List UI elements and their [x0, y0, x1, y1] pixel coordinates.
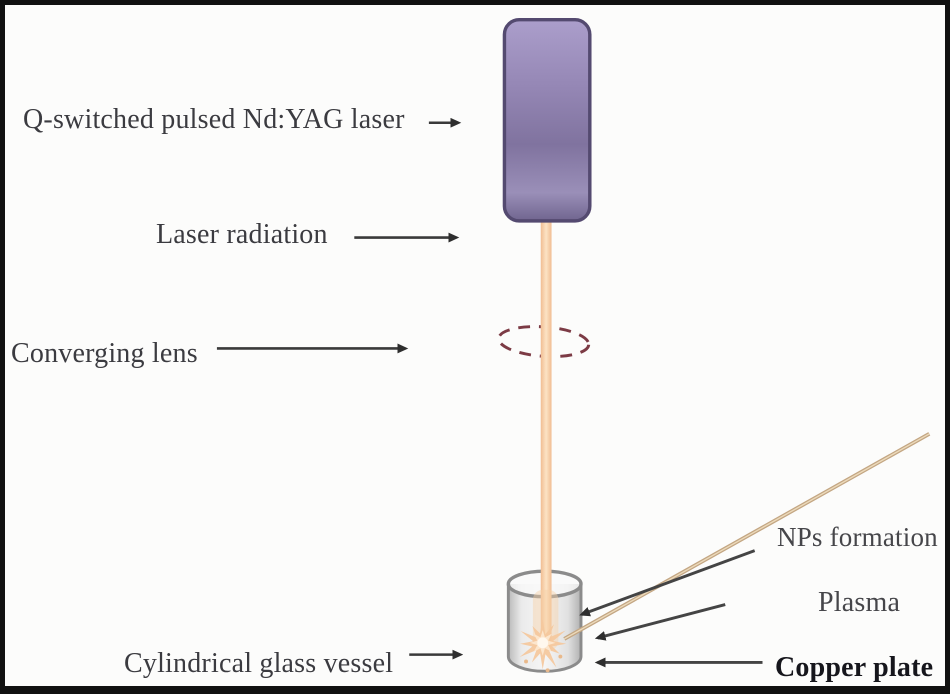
laser-head-shape — [502, 18, 592, 223]
label-laser-source: Q-switched pulsed Nd:YAG laser — [23, 104, 405, 135]
diagram-canvas — [216, 18, 931, 673]
label-copper-plate: Copper plate — [775, 652, 934, 683]
nps-stream-line — [563, 432, 931, 641]
label-converging-lens: Converging lens — [11, 338, 198, 369]
label-laser-radiation: Laser radiation — [156, 219, 328, 250]
label-plasma: Plasma — [818, 587, 901, 618]
plasma-pointer-arrow — [594, 603, 726, 641]
plasma-starburst — [519, 619, 567, 673]
label-nps-formation: NPs formation — [777, 522, 938, 552]
label-glass-vessel: Cylindrical glass vessel — [124, 648, 394, 679]
nps-pointer-arrow — [579, 549, 756, 617]
